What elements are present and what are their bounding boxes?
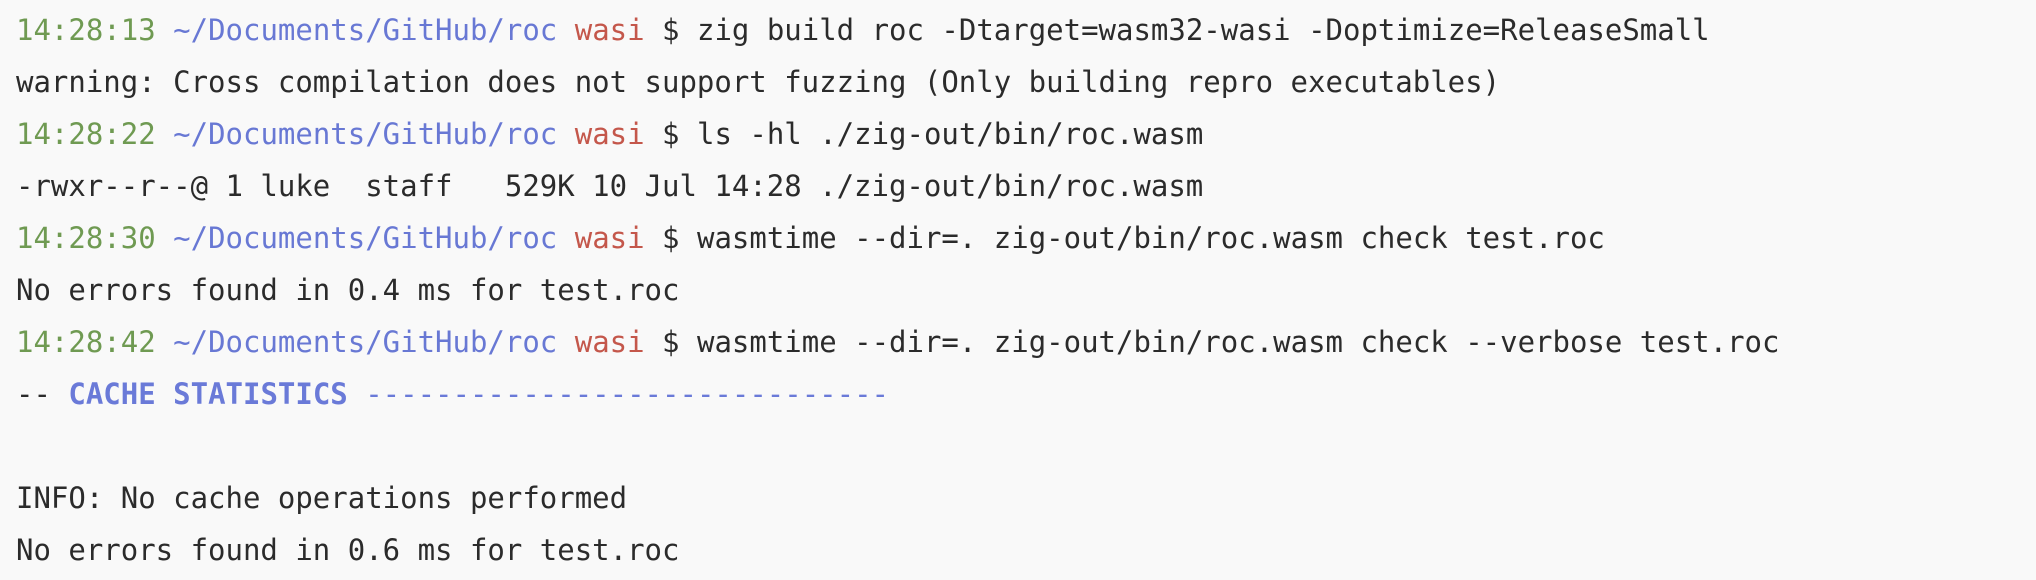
output-line: -rwxr--r--@ 1 luke staff 529K 10 Jul 14:… — [16, 169, 1204, 203]
header-prefix: -- — [16, 377, 69, 411]
output-line: No errors found in 0.4 ms for test.roc — [16, 273, 680, 307]
prompt-path: ~/Documents/GitHub/roc — [173, 117, 558, 151]
prompt-path: ~/Documents/GitHub/roc — [173, 325, 558, 359]
prompt-branch: wasi — [574, 13, 645, 47]
prompt-branch: wasi — [574, 325, 645, 359]
prompt-symbol: $ — [662, 221, 680, 255]
section-header: -- CACHE STATISTICS --------------------… — [16, 372, 2036, 424]
blank-line — [16, 424, 2036, 476]
prompt-line: 14:28:30 ~/Documents/GitHub/roc wasi $ w… — [16, 216, 2036, 268]
prompt-symbol: $ — [662, 325, 680, 359]
command-text: ls -hl ./zig-out/bin/roc.wasm — [696, 117, 1204, 151]
header-title: CACHE STATISTICS — [68, 377, 348, 411]
prompt-timestamp: 14:28:42 — [16, 325, 156, 359]
prompt-line: 14:28:22 ~/Documents/GitHub/roc wasi $ l… — [16, 112, 2036, 164]
prompt-line: 14:28:42 ~/Documents/GitHub/roc wasi $ w… — [16, 320, 2036, 372]
prompt-timestamp: 14:28:13 — [16, 13, 156, 47]
command-text: wasmtime --dir=. zig-out/bin/roc.wasm ch… — [696, 325, 1780, 359]
prompt-timestamp: 14:28:22 — [16, 117, 156, 151]
prompt-path: ~/Documents/GitHub/roc — [173, 13, 558, 47]
command-text: wasmtime --dir=. zig-out/bin/roc.wasm ch… — [696, 221, 1605, 255]
header-rule: ------------------------------ — [347, 377, 889, 411]
prompt-line: 14:28:13 ~/Documents/GitHub/roc wasi $ z… — [16, 8, 2036, 60]
terminal-window[interactable]: 14:28:13 ~/Documents/GitHub/roc wasi $ z… — [0, 0, 2036, 568]
prompt-branch: wasi — [574, 117, 645, 151]
output-line: No errors found in 0.6 ms for test.roc — [16, 533, 680, 567]
prompt-symbol: $ — [662, 13, 680, 47]
output-line: warning: Cross compilation does not supp… — [16, 65, 1501, 99]
command-text: zig build roc -Dtarget=wasm32-wasi -Dopt… — [696, 13, 1710, 47]
prompt-symbol: $ — [662, 117, 680, 151]
prompt-branch: wasi — [574, 221, 645, 255]
prompt-path: ~/Documents/GitHub/roc — [173, 221, 558, 255]
prompt-timestamp: 14:28:30 — [16, 221, 156, 255]
output-line: INFO: No cache operations performed — [16, 481, 628, 515]
